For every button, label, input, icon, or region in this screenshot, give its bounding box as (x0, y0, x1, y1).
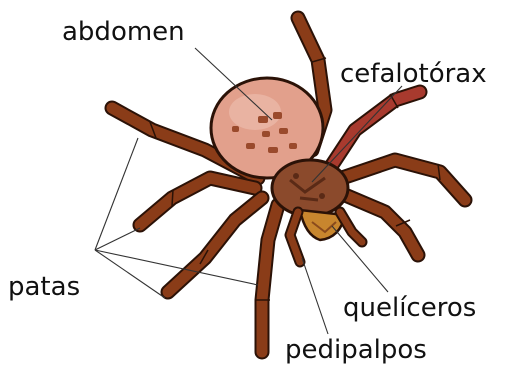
cephalothorax-label: cefalotórax (340, 59, 487, 89)
legs-label: patas (8, 272, 80, 302)
pedipalps-label: pedipalpos (285, 335, 427, 365)
pedipalps-leader (302, 258, 328, 334)
abdomen-label: abdomen (62, 17, 185, 47)
cephalothorax (272, 160, 348, 216)
chelicerae-label: quelíceros (343, 293, 476, 323)
